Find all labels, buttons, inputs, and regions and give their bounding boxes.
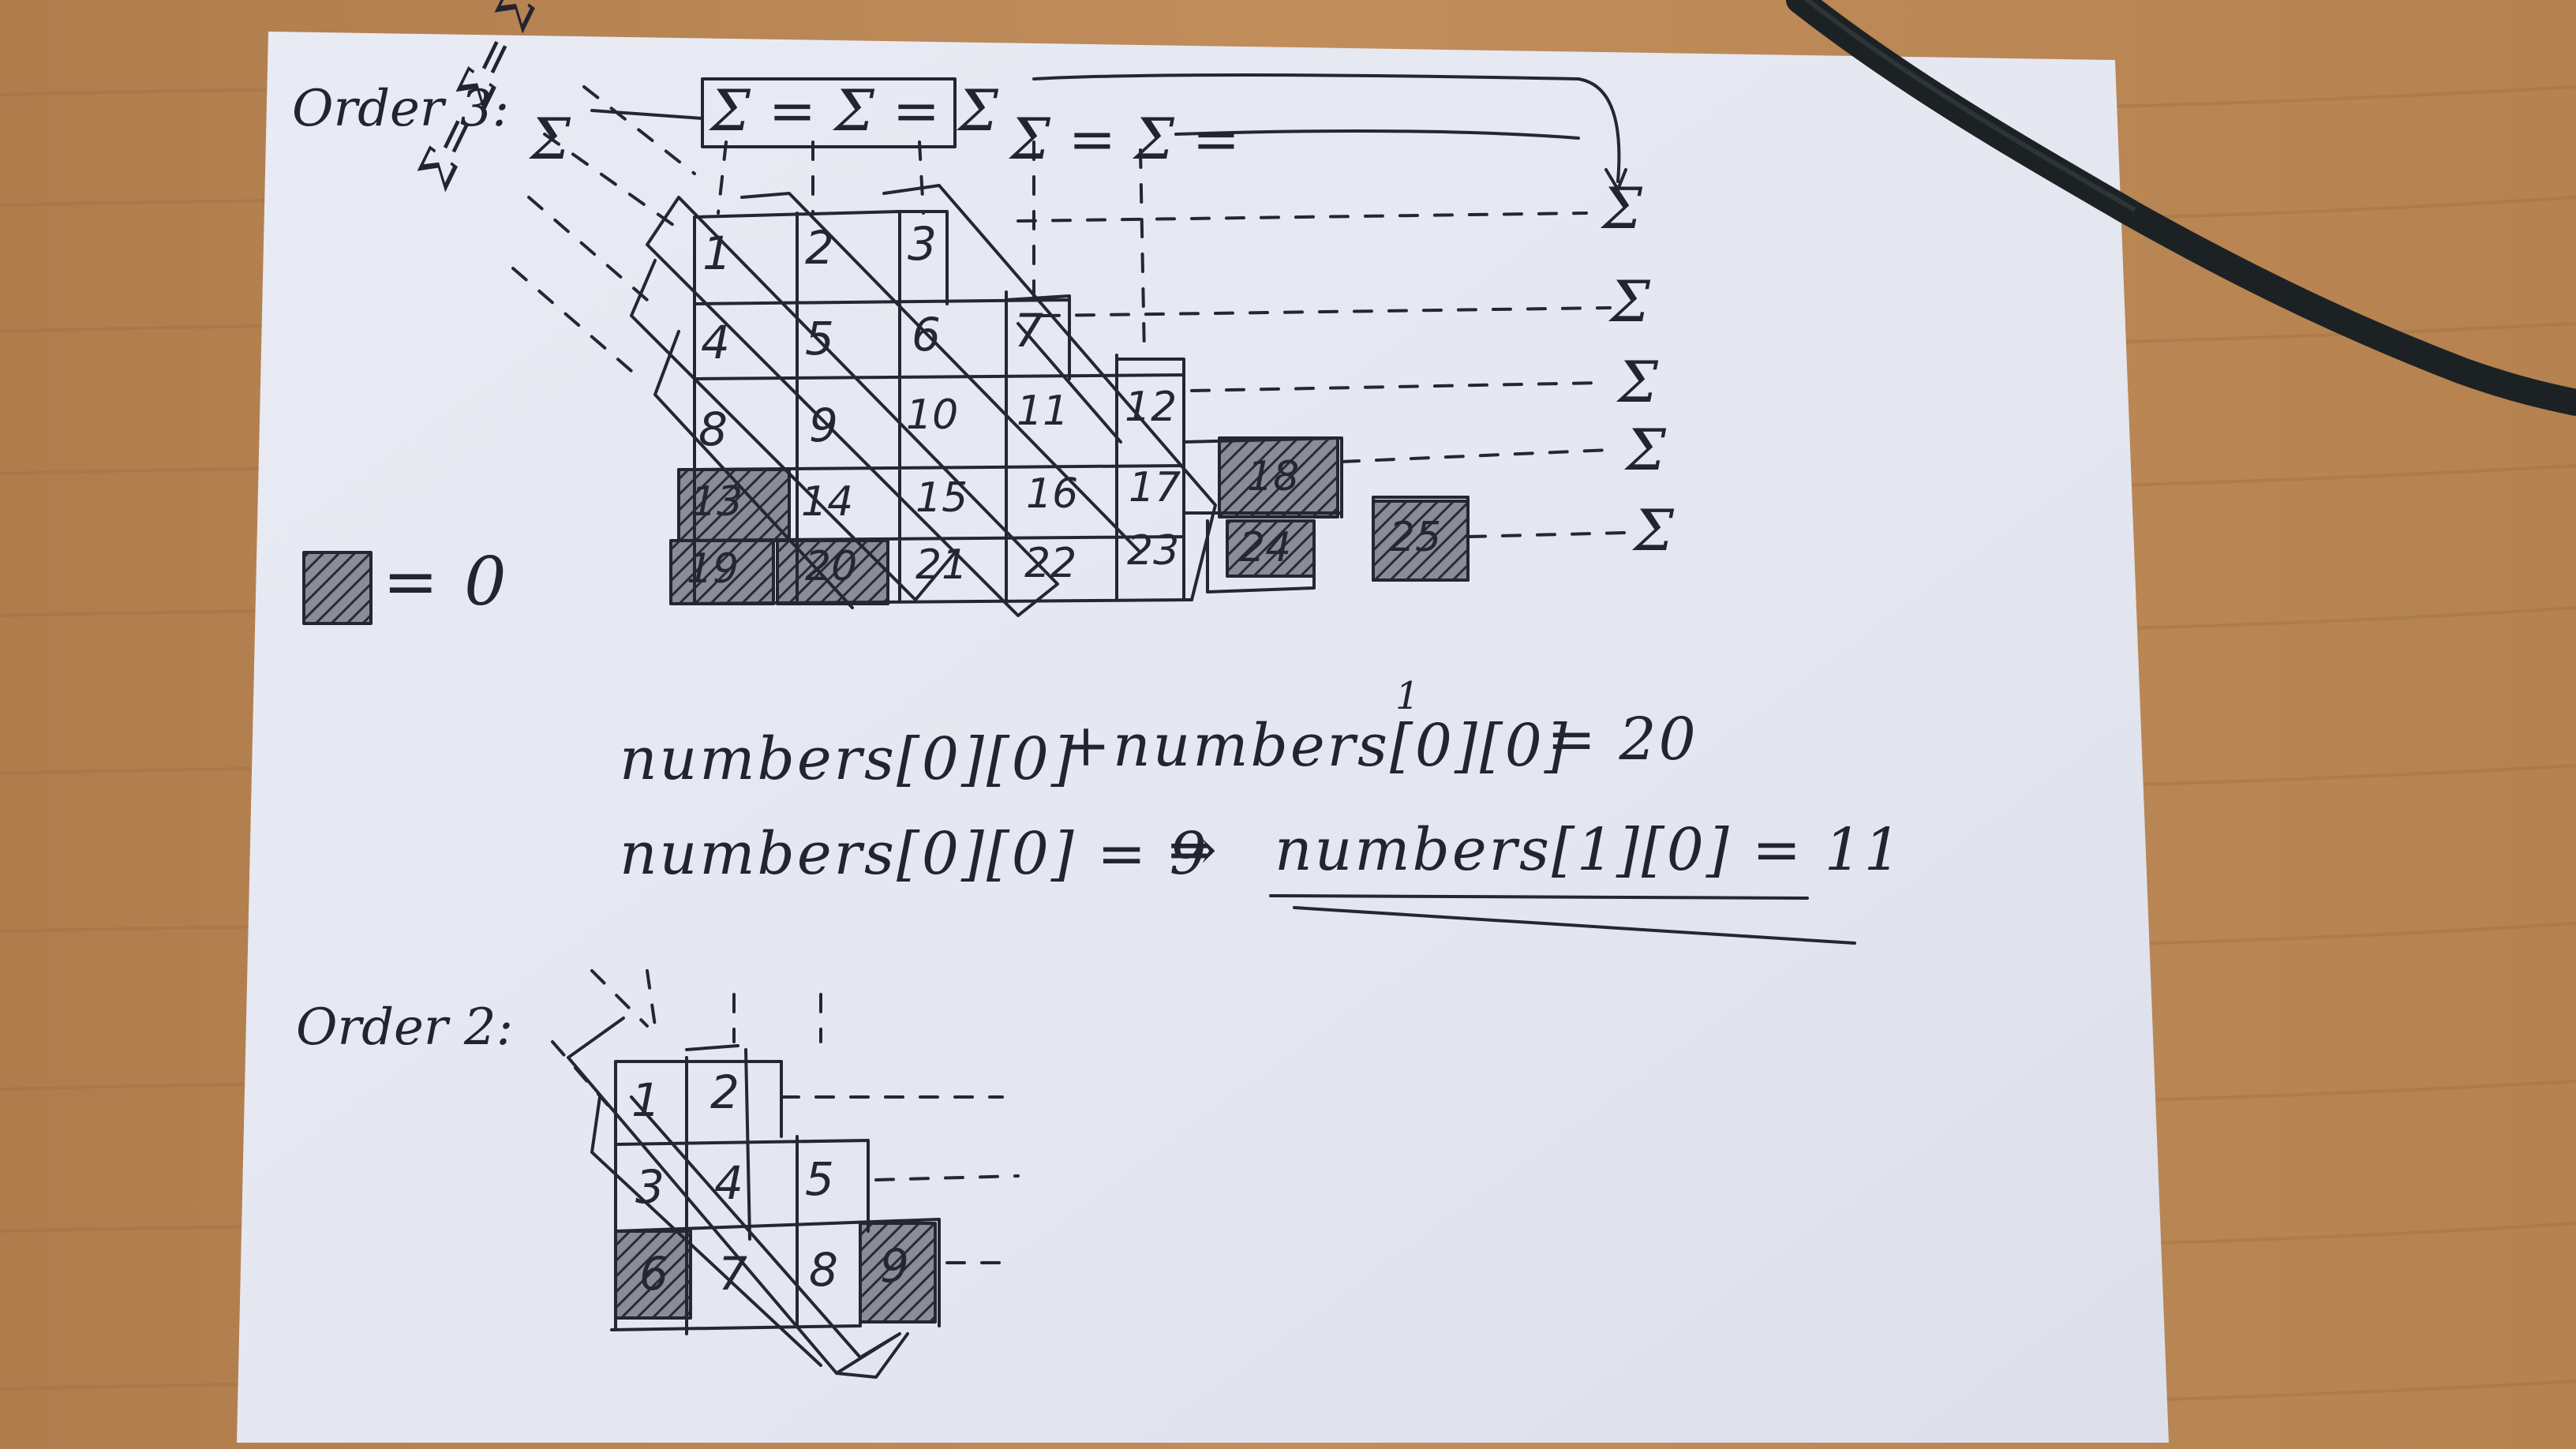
order3-cell-22: 22 bbox=[1024, 540, 1077, 587]
order2-cell-4: 4 bbox=[714, 1156, 743, 1210]
order2-cell-6: 6 bbox=[639, 1247, 668, 1301]
equation-line1-part-b: +numbers[0][0] bbox=[1061, 712, 1570, 780]
order3-cell-14: 14 bbox=[801, 478, 854, 526]
legend-equals-zero: = 0 bbox=[383, 543, 509, 620]
order3-cell-2: 2 bbox=[805, 221, 834, 275]
order3-cell-9: 9 bbox=[809, 399, 838, 452]
sigma-right-5: Σ bbox=[1634, 497, 1674, 564]
order3-cell-13: 13 bbox=[691, 478, 743, 526]
order3-cell-7: 7 bbox=[1014, 304, 1043, 358]
order3-cell-20: 20 bbox=[805, 543, 858, 590]
order2-cell-9: 9 bbox=[880, 1239, 909, 1293]
order2-label: Order 2: bbox=[296, 998, 514, 1057]
order3-cell-16: 16 bbox=[1026, 470, 1079, 518]
order3-cell-18: 18 bbox=[1247, 453, 1300, 500]
order2-cell-1: 1 bbox=[631, 1073, 661, 1127]
order3-cell-3: 3 bbox=[908, 217, 937, 271]
order3-label: Order 3: bbox=[292, 80, 510, 138]
order3-cell-1: 1 bbox=[702, 227, 732, 280]
sigma-right-4: Σ bbox=[1626, 417, 1666, 483]
order3-cell-15: 15 bbox=[915, 474, 968, 522]
sigma-right-1: Σ bbox=[1602, 175, 1642, 242]
order2-cell-3: 3 bbox=[635, 1160, 665, 1214]
order3-cell-6: 6 bbox=[912, 308, 941, 361]
order3-cell-11: 11 bbox=[1017, 388, 1069, 435]
order3-cell-19: 19 bbox=[687, 545, 739, 593]
order3-cell-21: 21 bbox=[915, 541, 968, 589]
order3-cell-8: 8 bbox=[698, 402, 728, 456]
order3-cell-4: 4 bbox=[701, 316, 730, 369]
sums-top-text: Σ = Σ = bbox=[1010, 106, 1241, 172]
equation-superscript: 1 bbox=[1395, 674, 1420, 718]
order3-cell-12: 12 bbox=[1125, 384, 1178, 431]
equation-line2-part-a: numbers[0][0] = 9 bbox=[620, 820, 1209, 888]
order3-cell-10: 10 bbox=[906, 391, 959, 439]
order3-cell-17: 17 bbox=[1129, 464, 1181, 511]
order3-cell-25: 25 bbox=[1389, 514, 1442, 561]
sigma-right-2: Σ bbox=[1610, 268, 1650, 335]
equation-line1-part-a: numbers[0][0] bbox=[620, 725, 1076, 793]
sigma-right-3: Σ bbox=[1618, 349, 1658, 415]
order2-cell-5: 5 bbox=[805, 1152, 834, 1206]
order2-cell-8: 8 bbox=[809, 1243, 838, 1297]
sigma-top-left: Σ bbox=[530, 106, 571, 172]
order2-cell-2: 2 bbox=[710, 1065, 739, 1119]
order3-cell-23: 23 bbox=[1127, 527, 1180, 575]
order3-cell-5: 5 bbox=[805, 312, 834, 365]
order3-cell-24: 24 bbox=[1239, 524, 1292, 571]
implies-arrow: ⇒ bbox=[1168, 816, 1220, 884]
order2-cell-7: 7 bbox=[718, 1247, 747, 1301]
sum-box-text: Σ = Σ = Σ bbox=[710, 77, 998, 144]
equation-line1-result: = 20 bbox=[1547, 706, 1698, 773]
equation-line2-answer: numbers[1][0] = 11 bbox=[1275, 816, 1904, 884]
